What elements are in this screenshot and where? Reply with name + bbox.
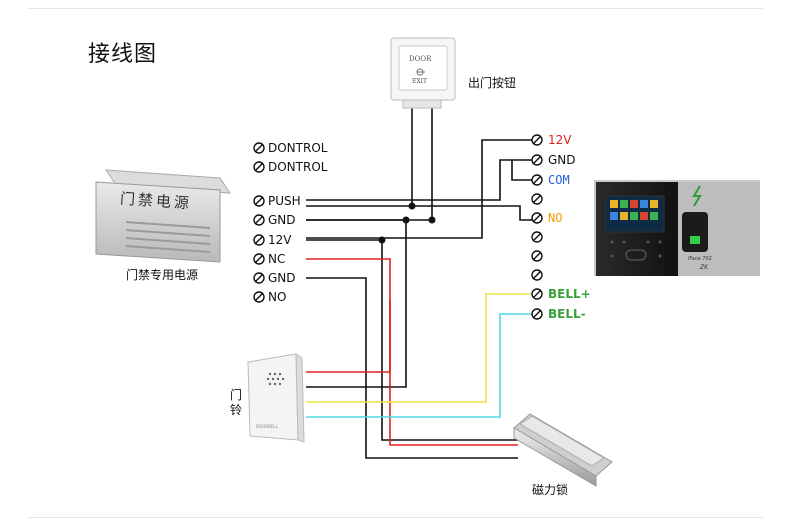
controller-terminal-label: 12V [548, 133, 572, 147]
power-terminal-label: NO [268, 290, 287, 304]
exit-button-device [390, 37, 456, 109]
doorbell-logo: DOORBELL [256, 424, 278, 429]
doorbell-device [247, 353, 305, 443]
wires [306, 108, 532, 459]
power-supply-box [95, 169, 231, 263]
power-terminal-label: DONTROL [268, 160, 328, 174]
power-terminal-symbols [253, 142, 265, 303]
power-terminal-label: GND [268, 213, 296, 227]
exit-button-caption: 出门按钮 [468, 76, 517, 90]
power-terminal-label: GND [268, 271, 296, 285]
controller-terminal-symbols [531, 134, 543, 320]
doorbell-caption: 门铃 [230, 388, 243, 417]
power-terminal-label: DONTROL [268, 141, 328, 155]
reader-device [594, 180, 760, 276]
junction-dots [378, 202, 436, 244]
power-terminal-label: PUSH [268, 194, 301, 208]
controller-terminal-label: NO [548, 211, 563, 225]
magnetic-lock-device [513, 413, 613, 487]
power-supply-caption: 门禁专用电源 [126, 268, 199, 282]
diagram-frame [28, 8, 763, 518]
power-terminal-label: 12V [268, 233, 292, 247]
reader-brand: ZK [700, 264, 709, 271]
power-terminal-label: NC [268, 252, 286, 266]
exit-button-face-bottom: EXIT [412, 78, 428, 85]
exit-button-face-top: DOOR [409, 55, 432, 63]
magnetic-lock-caption: 磁力锁 [532, 483, 569, 497]
diagram-title: 接线图 [88, 42, 158, 67]
controller-terminal-label: GND [548, 153, 576, 167]
reader-model: iFace 702 [688, 256, 712, 262]
controller-terminal-label: BELL+ [548, 287, 591, 301]
controller-terminal-label: COM [548, 173, 570, 187]
controller-terminal-label: BELL- [548, 307, 586, 321]
